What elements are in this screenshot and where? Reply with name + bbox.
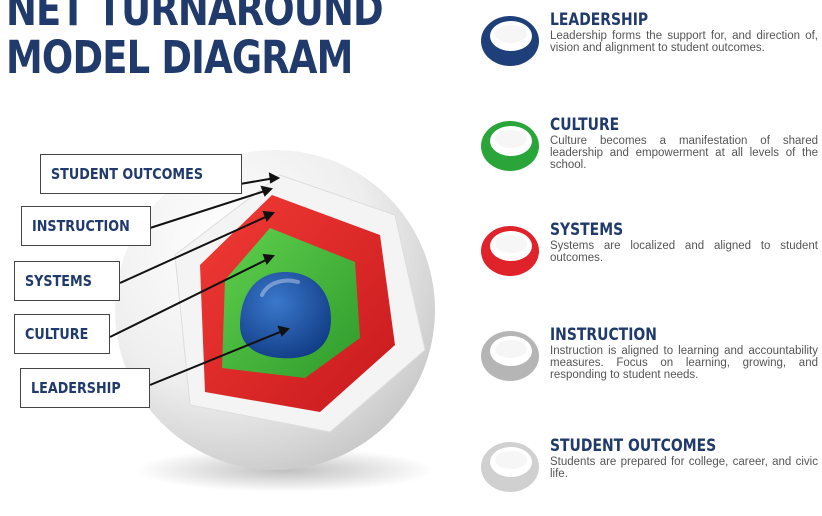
instruction-ring-icon	[481, 331, 539, 381]
legend-desc-student-outcomes: Students are prepared for college, caree…	[550, 456, 818, 480]
legend-desc-systems: Systems are localized and aligned to stu…	[550, 240, 818, 264]
title-line-2: MODEL DIAGRAM	[6, 31, 353, 84]
label-student-outcomes: STUDENT OUTCOMES	[40, 154, 242, 194]
legend-heading-leadership: LEADERSHIP	[550, 10, 649, 30]
arrowhead-student-outcomes	[268, 172, 281, 184]
legend-heading-instruction: INSTRUCTION	[550, 325, 657, 345]
arrowhead-leadership	[277, 325, 290, 337]
label-student-outcomes-text: STUDENT OUTCOMES	[51, 165, 204, 183]
label-instruction: INSTRUCTION	[21, 206, 151, 246]
leadership-core	[240, 272, 331, 359]
label-leadership-text: LEADERSHIP	[31, 379, 121, 397]
legend-item-culture: CULTURE Culture becomes a manifestation …	[478, 115, 818, 195]
pointer-instruction	[149, 189, 269, 229]
pointer-leadership	[149, 329, 286, 386]
label-culture: CULTURE	[14, 314, 110, 354]
legend-heading-systems: SYSTEMS	[550, 220, 624, 240]
legend-item-student-outcomes: STUDENT OUTCOMES Students are prepared f…	[478, 436, 818, 516]
pointer-systems	[119, 214, 271, 284]
legend-item-leadership: LEADERSHIP Leadership forms the support …	[478, 10, 818, 90]
legend-desc-instruction: Instruction is aligned to learning and a…	[550, 345, 818, 381]
student-outcomes-ring-icon	[481, 442, 539, 492]
diagram-title: NET TURNAROUND MODEL DIAGRAM	[6, 0, 384, 84]
legend-item-instruction: INSTRUCTION Instruction is aligned to le…	[478, 325, 818, 405]
legend-desc-culture: Culture becomes a manifestation of share…	[550, 135, 818, 171]
title-line-1: NET TURNAROUND	[6, 0, 384, 36]
culture-ring-icon	[481, 121, 539, 171]
legend-desc-leadership: Leadership forms the support for, and di…	[550, 30, 818, 54]
legend-heading-student-outcomes: STUDENT OUTCOMES	[550, 436, 717, 456]
arrowhead-systems	[262, 210, 275, 222]
arrowhead-culture	[262, 253, 275, 265]
label-systems: SYSTEMS	[14, 261, 120, 301]
sphere-diagram	[109, 150, 435, 492]
sphere-shadow	[135, 448, 435, 492]
legend-item-systems: SYSTEMS Systems are localized and aligne…	[478, 220, 818, 300]
legend-heading-culture: CULTURE	[550, 115, 620, 135]
label-instruction-text: INSTRUCTION	[32, 217, 130, 235]
label-leadership: LEADERSHIP	[20, 368, 150, 408]
pointer-culture	[109, 257, 271, 338]
arrowhead-instruction	[260, 185, 273, 197]
pointer-student-outcomes	[239, 177, 276, 185]
leadership-ring-icon	[481, 16, 539, 66]
core-highlight	[260, 278, 300, 297]
label-culture-text: CULTURE	[25, 325, 89, 343]
systems-ring-icon	[481, 226, 539, 276]
pointer-lines	[109, 172, 290, 386]
label-systems-text: SYSTEMS	[25, 272, 92, 290]
